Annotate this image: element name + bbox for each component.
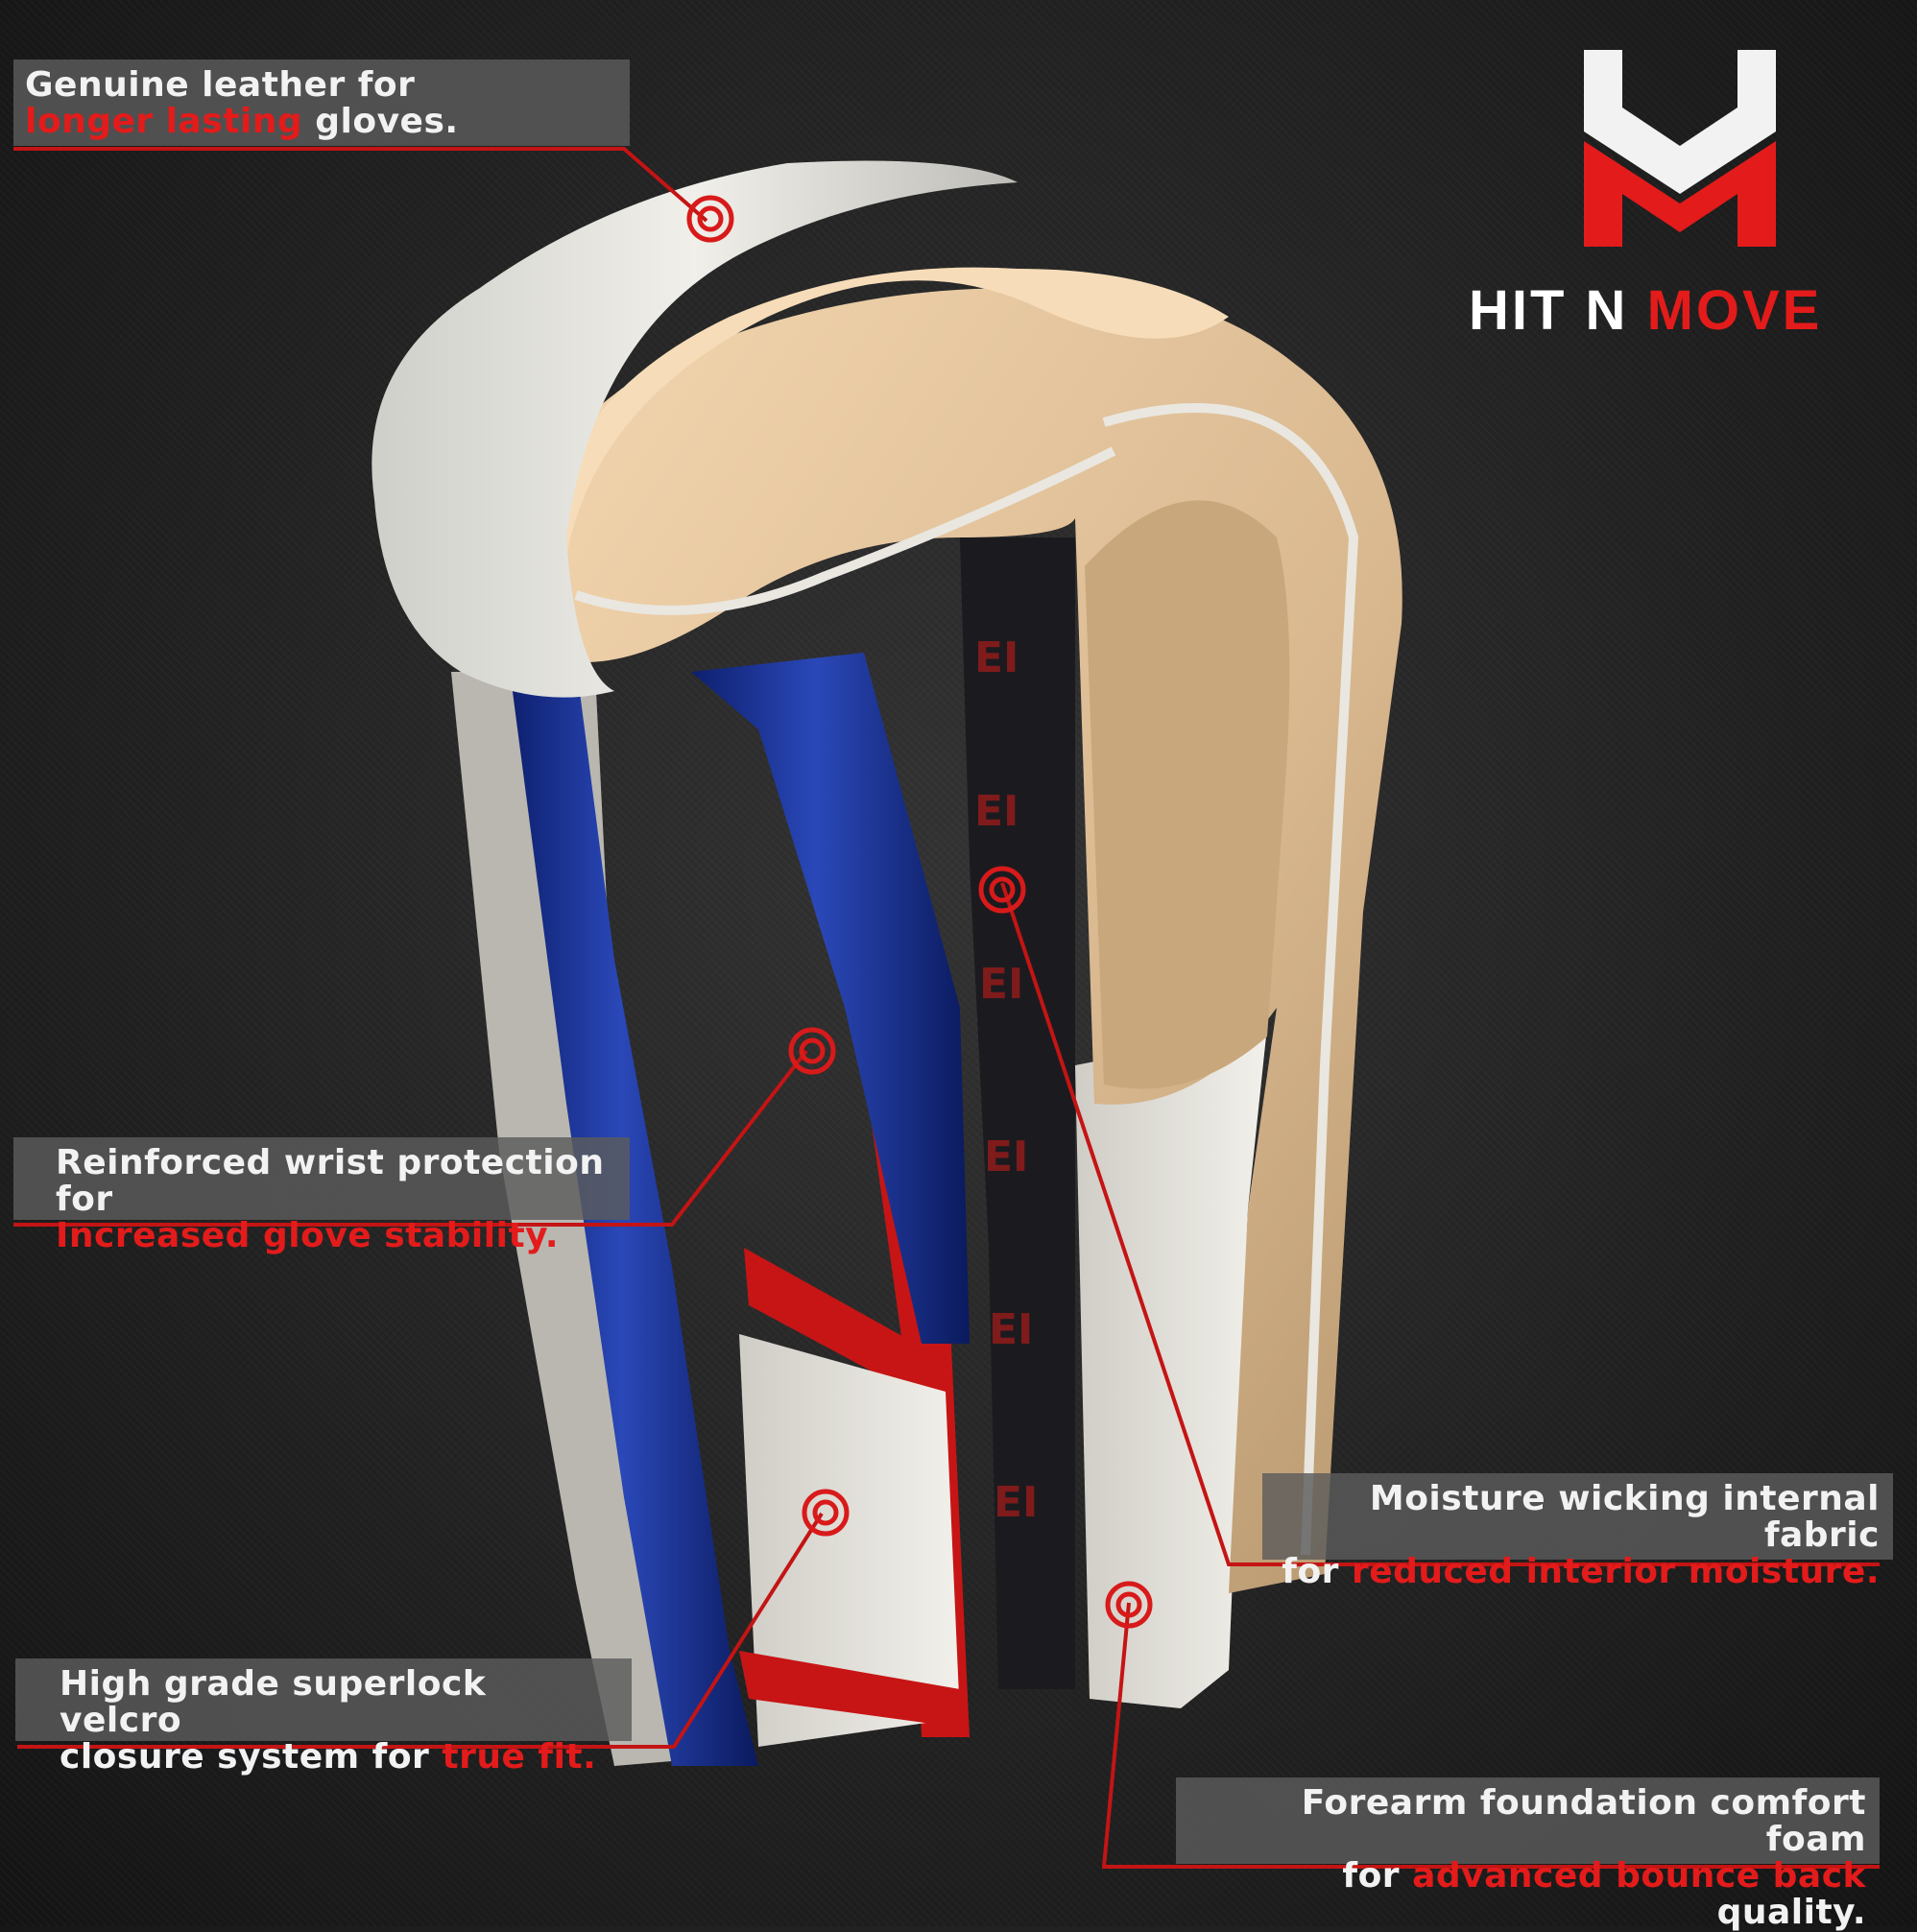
svg-text:EI: EI [989, 1305, 1033, 1354]
target-ring-icon [802, 1489, 850, 1537]
callout-fabric-line1: Moisture wicking internal fabric [1369, 1479, 1880, 1555]
callout-wrist-highlight: Increased glove stability. [56, 1216, 559, 1255]
callout-wrist-line2: Increased glove stability. [56, 1218, 616, 1254]
callout-velcro-line1: High grade superlock velcro [60, 1664, 487, 1740]
callout-leather-rest: gloves. [302, 102, 459, 141]
callout-leather-line1: Genuine leather for [25, 65, 416, 105]
callout-fabric-line2: for reduced interior moisture. [1276, 1554, 1880, 1590]
brand-name-red: MOVE [1646, 279, 1823, 342]
callout-foam-start: for [1342, 1856, 1413, 1896]
svg-text:EI: EI [979, 960, 1023, 1009]
callout-foam-line1: Forearm foundation comfort foam [1301, 1783, 1866, 1859]
callout-genuine-leather: Genuine leather for longer lasting glove… [13, 60, 630, 146]
leader-line-wrist [13, 1049, 808, 1227]
blue-leather-body [509, 662, 758, 1766]
callout-leather-highlight: longer lasting [25, 102, 303, 141]
forearm-foam [1075, 1027, 1267, 1708]
callout-wrist-protection: Reinforced wrist protection for Increase… [13, 1137, 630, 1254]
callout-velcro-line2: closure system for true fit. [60, 1739, 618, 1776]
callout-wrist-line1: Reinforced wrist protection for [56, 1143, 605, 1219]
svg-text:EI: EI [974, 787, 1018, 836]
target-ring-icon [1105, 1581, 1153, 1629]
leader-line-velcro [17, 1512, 824, 1749]
hm-logo-icon [1584, 50, 1776, 247]
fabric-pattern: EI EI EI EI EI EI [974, 633, 1038, 1527]
quilted-padding [691, 653, 970, 1344]
leader-lines [13, 147, 1880, 1869]
callout-leather-line2: longer lasting gloves. [25, 104, 616, 140]
callout-fabric-highlight: reduced interior moisture. [1351, 1552, 1880, 1591]
svg-text:EI: EI [984, 1133, 1028, 1181]
svg-text:EI: EI [974, 633, 1018, 682]
brand-name-white: HIT N [1469, 279, 1629, 342]
callout-forearm-foam: Forearm foundation comfort foam for adva… [1176, 1777, 1880, 1931]
velcro-strap-trim [739, 1651, 960, 1728]
internal-fabric [960, 537, 1075, 1689]
inner-cavity-pad [1085, 500, 1290, 1089]
foam-inner-stripe [1102, 403, 1359, 1556]
callout-velcro-start: closure system for [60, 1737, 443, 1777]
callout-velcro-closure: High grade superlock velcro closure syst… [15, 1658, 632, 1776]
callout-velcro-highlight: true fit. [442, 1737, 597, 1777]
leader-line-leather [13, 147, 708, 223]
svg-text:EI: EI [994, 1478, 1038, 1527]
brand-wordmark: HIT N MOVE [1469, 278, 1901, 343]
callout-moisture-fabric: Moisture wicking internal fabric for red… [1262, 1473, 1893, 1590]
callout-foam-highlight: advanced bounce back [1412, 1856, 1866, 1896]
leader-line-fabric [1000, 882, 1880, 1566]
callout-foam-rest: quality. [1716, 1893, 1866, 1932]
leather-top-cap [371, 160, 1018, 698]
callout-foam-line2: for advanced bounce back quality. [1189, 1858, 1866, 1931]
target-ring-icon [788, 1027, 836, 1075]
foam-top-face [538, 267, 1229, 576]
callout-fabric-start: for [1282, 1552, 1352, 1591]
foam-top-stripe [574, 446, 1116, 615]
target-ring-icon [978, 866, 1026, 914]
target-ring-icon [686, 195, 734, 243]
red-trim-strap [744, 1248, 950, 1411]
velcro-strap [739, 1334, 960, 1747]
leader-line-foam [1101, 1602, 1880, 1869]
